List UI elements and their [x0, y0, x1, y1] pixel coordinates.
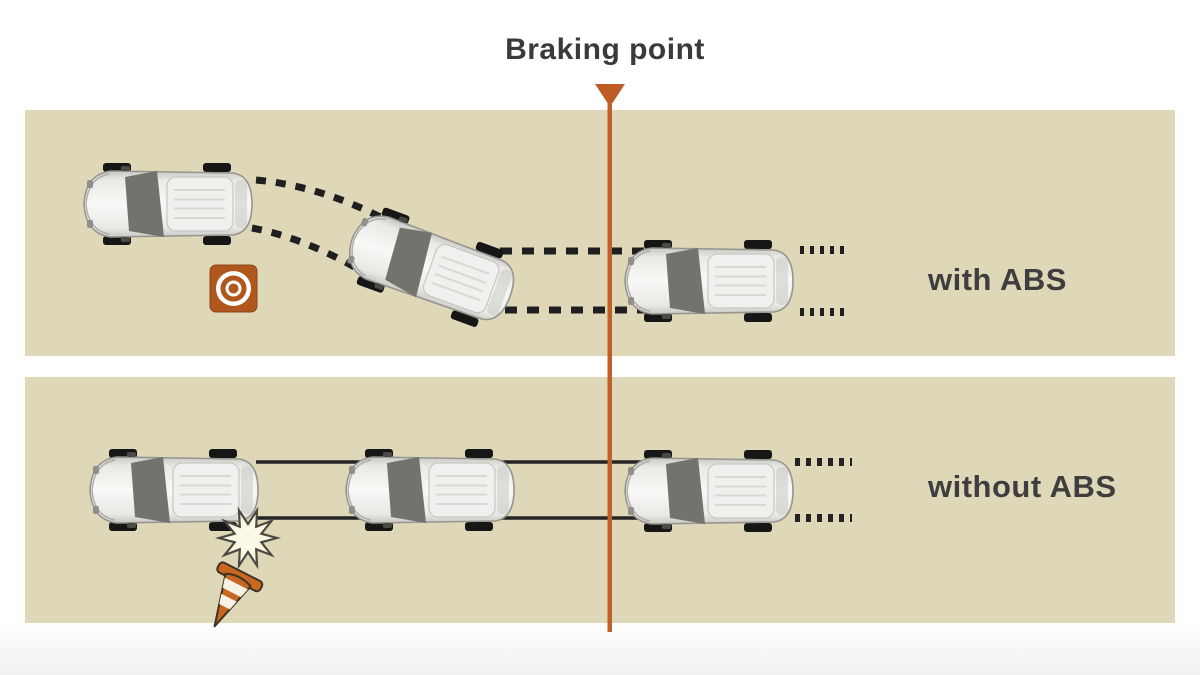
car-without-abs-braking [624, 449, 794, 533]
car-without-abs-skidding [345, 448, 515, 532]
label-with-abs: with ABS [928, 262, 1067, 297]
traffic-cone-icon [213, 561, 264, 628]
collision-burst-icon [214, 506, 282, 570]
car-with-abs-stopped [83, 162, 253, 246]
car-without-abs-crashed [89, 448, 259, 532]
car-with-abs-braking [624, 239, 794, 323]
target-obstacle-icon [209, 264, 258, 313]
abs-swerve-tracks [251, 176, 850, 316]
diagram-title: Braking point [505, 33, 705, 66]
label-without-abs: without ABS [928, 469, 1117, 504]
braking-point-marker-icon [595, 84, 625, 632]
